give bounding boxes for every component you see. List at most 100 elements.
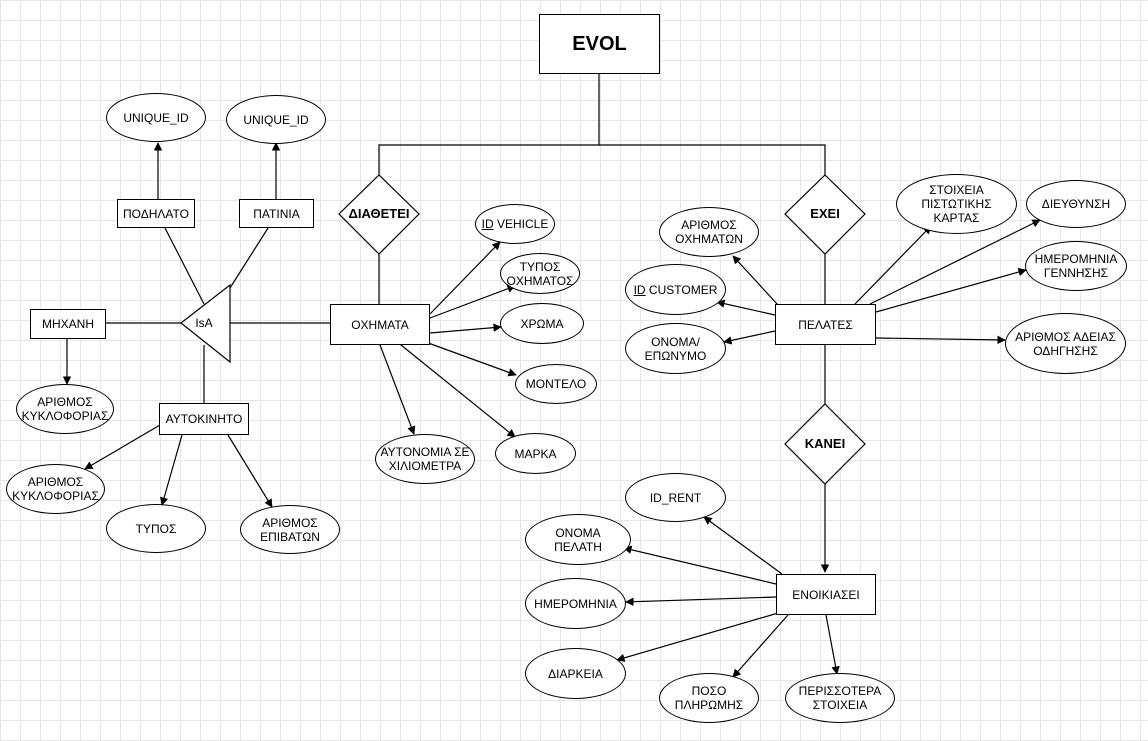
connector-customers-card [854,225,932,305]
entity-car-label: ΑΥΤΟΚΙΝΗΤΟ [165,412,243,426]
attr-car-passengers-label: ΑΡΙΘΜΟΣ ΕΠΙΒΑΤΩΝ [260,515,320,544]
connector-customers-count [732,255,779,306]
entity-customers-label: ΠΕΛΑΤΕΣ [798,317,853,332]
attr-car-passengers: ΑΡΙΘΜΟΣ ΕΠΙΒΑΤΩΝ [240,505,340,554]
attr-scooter-id-label: UNIQUE_ID [243,112,309,127]
attr-vehicle-model: ΜΟΝΤΕΛΟ [515,364,597,404]
attr-car-type: ΤΥΠΟΣ [106,504,206,553]
attr-bicycle-id: UNIQUE_ID [106,93,206,142]
connector-customers-name [723,330,776,345]
isa-label-text: IsA [195,316,213,330]
attr-customer-address-label: ΔΙΕΥΘΥΝΣΗ [1041,197,1111,211]
attr-vehicle-id-label: ID VEHICLE [482,217,549,231]
attr-rent-more-label: ΠΕΡΙΣΣΟΤΕΡΑ ΣΤΟΙΧΕΙΑ [798,684,882,712]
attr-vehicle-brand: ΜΑΡΚΑ [495,433,576,474]
connector-car-type [160,434,183,506]
attr-customer-birthdate-label: ΗΜΕΡΟΜΗΝΙΑ ΓΕΝΝΗΣΗΣ [1034,252,1118,280]
connector-rentals-payment [732,614,789,678]
entity-rentals-label: ΕΝΟΙΚΙΑΣΕΙ [792,587,860,602]
attr-scooter-id: UNIQUE_ID [226,95,326,144]
attr-vehicle-color-label: ΧΡΩΜΑ [520,316,564,331]
relationship-kanei-label: ΚΑΝΕΙ [804,436,846,451]
attr-customer-license: ΑΡΙΘΜΟΣ ΑΔΕΙΑΣ ΟΔΗΓΗΣΗΣ [1005,313,1126,374]
attr-customer-birthdate: ΗΜΕΡΟΜΗΝΙΑ ΓΕΝΝΗΣΗΣ [1025,241,1127,291]
entity-motorbike: ΜΗΧΑΝΗ [30,309,106,339]
attr-vehicle-range-label: ΑΥΤΟΝΟΜΙΑ ΣΕ ΧΙΛΙΟΜΕΤΡΑ [380,445,470,473]
entity-rentals: ΕΝΟΙΚΙΑΣΕΙ [776,574,876,615]
connector-rentals-id [703,516,783,575]
attr-vehicle-range: ΑΥΤΟΝΟΜΙΑ ΣΕ ΧΙΛΙΟΜΕΤΡΑ [375,434,475,484]
relationship-diathetei-label: ΔΙΑΘΕΤΕΙ [348,206,410,221]
attr-rent-date-label: ΗΜΕΡΟΜΗΝΙΑ [534,596,617,611]
entity-customers: ΠΕΛΑΤΕΣ [775,304,876,345]
relationship-diathetei-shape [338,174,420,255]
connector-vehicles-type [429,284,516,319]
relationship-kanei: ΚΑΝΕΙ [785,430,865,458]
connector-bicycle-isa [164,227,205,305]
connector-car-passengers [227,434,273,508]
attr-customer-name: ΟΝΟΜΑ/ ΕΠΩΝΥΜΟ [625,323,726,374]
connector-rentals-date [625,596,777,606]
diagram-title: EVOL [539,14,660,74]
relationship-exei-label: ΕΧΕΙ [810,206,840,221]
attr-rent-customer-name: ΟΝΟΜΑ ΠΕΛΑΤΗ [525,514,631,565]
attr-rent-duration-label: ΔΙΑΡΚΕΙΑ [548,666,603,681]
attr-customer-name-label: ΟΝΟΜΑ/ ΕΠΩΝΥΜΟ [644,334,707,363]
attr-rent-payment-label: ΠΟΣΟ ΠΛΗΡΩΜΗΣ [674,684,744,712]
entity-bicycle-label: ΠΟΔΗΛΑΤΟ [122,206,189,221]
attr-rent-payment: ΠΟΣΟ ΠΛΗΡΩΜΗΣ [659,673,759,723]
connector-scooter-isa [229,227,269,289]
attr-car-type-label: ΤΥΠΟΣ [135,521,177,536]
attr-customer-card-label: ΣΤΟΙΧΕΙΑ ΠΙΣΤΩΤΙΚΗΣ ΚΑΡΤΑΣ [921,183,992,225]
attr-rent-more: ΠΕΡΙΣΣΟΤΕΡΑ ΣΤΟΙΧΕΙΑ [785,673,895,723]
entity-car: ΑΥΤΟΚΙΝΗΤΟ [159,403,249,435]
entity-scooter: ΠΑΤΙΝΙΑ [239,199,314,228]
connector-customers-license [875,335,1006,345]
attr-car-plate-label: ΑΡΙΘΜΟΣ ΚΥΚΛΟΦΟΡΙΑΣ [12,475,99,503]
connector-vehicles-brand [400,344,516,438]
attr-vehicle-brand-label: ΜΑΡΚΑ [514,446,557,461]
attr-customer-vehicle-count: ΑΡΙΘΜΟΣ ΟΧΗΜΑΤΩΝ [659,207,759,257]
attr-vehicle-id-key: ID [481,217,494,231]
connector-vehicles-model [419,339,517,377]
attr-customer-id-label: ID CUSTOMER [634,283,718,297]
connector-customers-address [869,219,1041,305]
entity-bicycle: ΠΟΔΗΛΑΤΟ [117,199,195,228]
attr-customer-address: ΔΙΕΥΘΥΝΣΗ [1026,180,1126,228]
attr-vehicle-model-label: ΜΟΝΤΕΛΟ [525,377,587,391]
isa-triangle-shape [180,283,231,364]
attr-customer-id: ID CUSTOMER [625,264,726,315]
attr-rent-id-label: ID_RENT [649,490,702,505]
attr-vehicle-id: ID VEHICLE [475,204,555,244]
connector-rentals-duration [616,610,786,662]
entity-vehicles-label: ΟΧΗΜΑΤΑ [351,317,409,332]
isa-label: IsA [189,313,219,333]
connector-customers-id [716,299,776,316]
attr-rent-duration: ΔΙΑΡΚΕΙΑ [525,648,626,699]
attr-rent-id: ID_RENT [625,473,726,522]
relationship-exei: ΕΧΕΙ [785,200,865,228]
connector-vehicles-id [429,241,501,315]
attr-motorbike-plate: ΑΡΙΘΜΟΣ ΚΥΚΛΟΦΟΡΙΑΣ [16,384,114,434]
connector-rentals-more [825,614,840,675]
entity-scooter-label: ΠΑΤΙΝΙΑ [253,206,300,221]
attr-vehicle-color: ΧΡΩΜΑ [500,303,584,344]
relationship-diathetei: ΔΙΑΘΕΤΕΙ [339,200,419,228]
attr-rent-customer-name-label: ΟΝΟΜΑ ΠΕΛΑΤΗ [554,525,602,554]
entity-motorbike-label: ΜΗΧΑΝΗ [41,317,94,331]
attr-customer-card: ΣΤΟΙΧΕΙΑ ΠΙΣΤΩΤΙΚΗΣ ΚΑΡΤΑΣ [896,174,1017,234]
entity-vehicles: ΟΧΗΜΑΤΑ [330,304,430,345]
attr-customer-vehicle-count-label: ΑΡΙΘΜΟΣ ΟΧΗΜΑΤΩΝ [675,218,743,246]
relationship-kanei-shape [784,403,866,485]
attr-rent-date: ΗΜΕΡΟΜΗΝΙΑ [525,578,626,629]
connector-car-plate [84,424,161,470]
attr-car-plate: ΑΡΙΘΜΟΣ ΚΥΚΛΟΦΟΡΙΑΣ [6,464,105,514]
attr-customer-license-label: ΑΡΙΘΜΟΣ ΑΔΕΙΑΣ ΟΔΗΓΗΣΗΣ [1015,329,1116,358]
attr-bicycle-id-label: UNIQUE_ID [123,110,189,125]
relationship-exei-shape [784,174,866,255]
connector-evol-exei [599,144,826,175]
connector-vehicles-range [379,344,416,435]
connector-customers-birthdate [875,267,1027,313]
connector-vehicles-color [429,323,502,334]
